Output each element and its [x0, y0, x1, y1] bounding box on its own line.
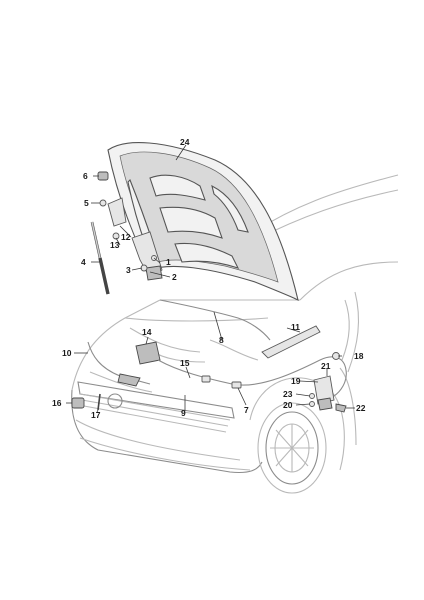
callout-12: 12 — [121, 232, 131, 242]
callout-7: 7 — [244, 405, 249, 415]
callout-8: 8 — [219, 335, 224, 345]
screw — [97, 393, 101, 411]
callout-2: 2 — [172, 272, 177, 282]
callout-23: 23 — [283, 389, 293, 399]
callout-19: 19 — [291, 376, 301, 386]
callout-13: 13 — [110, 240, 120, 250]
hood-hinge — [131, 231, 163, 281]
callout-21: 21 — [321, 361, 331, 371]
release-lever — [313, 375, 335, 411]
callout-1: 1 — [166, 257, 171, 267]
cover-cap — [71, 397, 85, 409]
strut-ball-stud — [99, 199, 107, 207]
leader-lines — [66, 144, 355, 413]
seal-front — [159, 299, 271, 341]
car-body-outline — [71, 174, 399, 494]
hood-lock — [135, 341, 161, 365]
callout-6: 6 — [83, 171, 88, 181]
cable-clip — [201, 375, 242, 389]
callout-18: 18 — [354, 351, 364, 361]
lever-bolt — [335, 403, 347, 413]
callout-11: 11 — [291, 322, 300, 332]
seal-side — [261, 325, 321, 359]
lock-cover — [117, 373, 141, 387]
callout-14: 14 — [142, 327, 152, 337]
callout-22: 22 — [356, 403, 366, 413]
callout-17: 17 — [91, 410, 101, 420]
hood — [107, 142, 299, 302]
hood-strut — [90, 221, 110, 295]
callout-15: 15 — [180, 358, 190, 368]
hinge-bracket — [107, 197, 127, 227]
callout-5: 5 — [84, 198, 89, 208]
callout-20: 20 — [283, 400, 293, 410]
callout-16: 16 — [52, 398, 62, 408]
callout-24: 24 — [180, 137, 190, 147]
lever-screw — [309, 393, 315, 407]
callout-9: 9 — [181, 408, 186, 418]
callout-labels: 24 6 5 12 13 4 1 3 2 14 11 8 10 18 15 21… — [52, 137, 366, 420]
callout-10: 10 — [62, 348, 72, 358]
buffer — [97, 171, 109, 181]
callout-3: 3 — [126, 265, 131, 275]
callout-4: 4 — [81, 257, 86, 267]
